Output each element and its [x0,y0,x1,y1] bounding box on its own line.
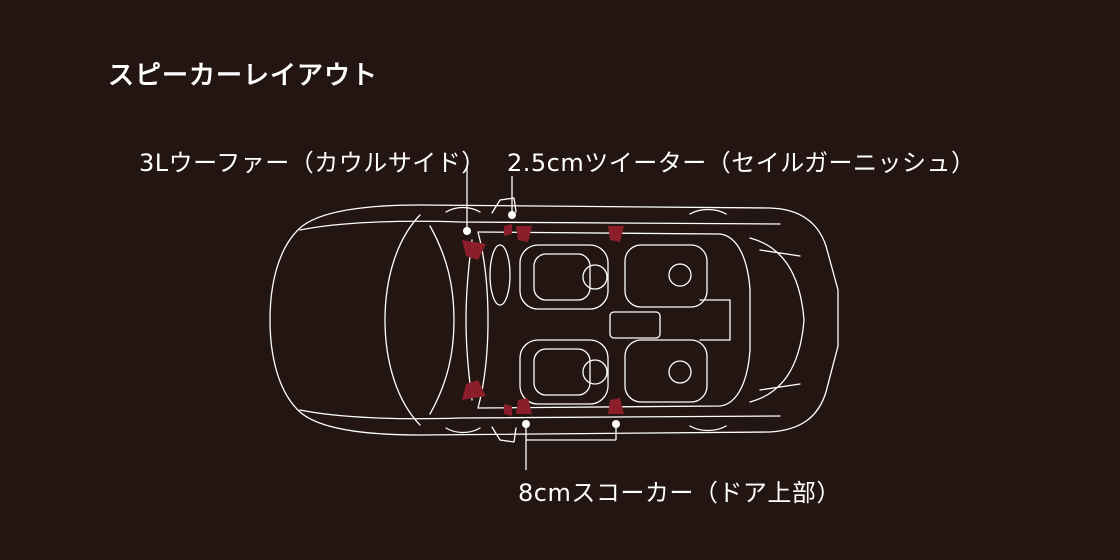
woofer-label: 3Lウーファー（カウルサイド） [139,149,486,177]
squawker-marker-front [522,420,530,428]
hood-line [384,214,421,426]
diagram-title: スピーカーレイアウト [108,61,379,91]
car-body-outline [269,204,839,436]
seat-rear-right [624,339,708,403]
mirror-right [491,426,517,443]
woofer-speaker-right [462,380,486,400]
seat-driver [519,244,609,310]
seat-passenger [519,339,609,405]
tweeter-speaker-left [504,224,512,236]
center-console [609,311,661,339]
squawker-speaker-rear-right [608,398,624,414]
mirror-left [491,197,517,214]
seat-rear-left [624,244,708,308]
tweeter-marker [508,211,516,219]
tweeter-label: 2.5cmツイーター（セイルガーニッシュ） [507,149,976,177]
squawker-speaker-front-right [516,398,532,414]
steering-wheel [489,244,511,306]
windshield [429,225,455,415]
squawker-speaker-front-left [516,226,532,242]
woofer-marker [463,227,471,235]
squawker-speaker-rear-left [608,226,624,242]
squawker-label: 8cmスコーカー（ドア上部） [518,479,841,507]
squawker-marker-rear [612,420,620,428]
rear-window [749,237,805,403]
woofer-speaker-left [462,240,486,260]
tweeter-speaker-right [504,404,512,416]
cabin-outline [477,231,751,409]
